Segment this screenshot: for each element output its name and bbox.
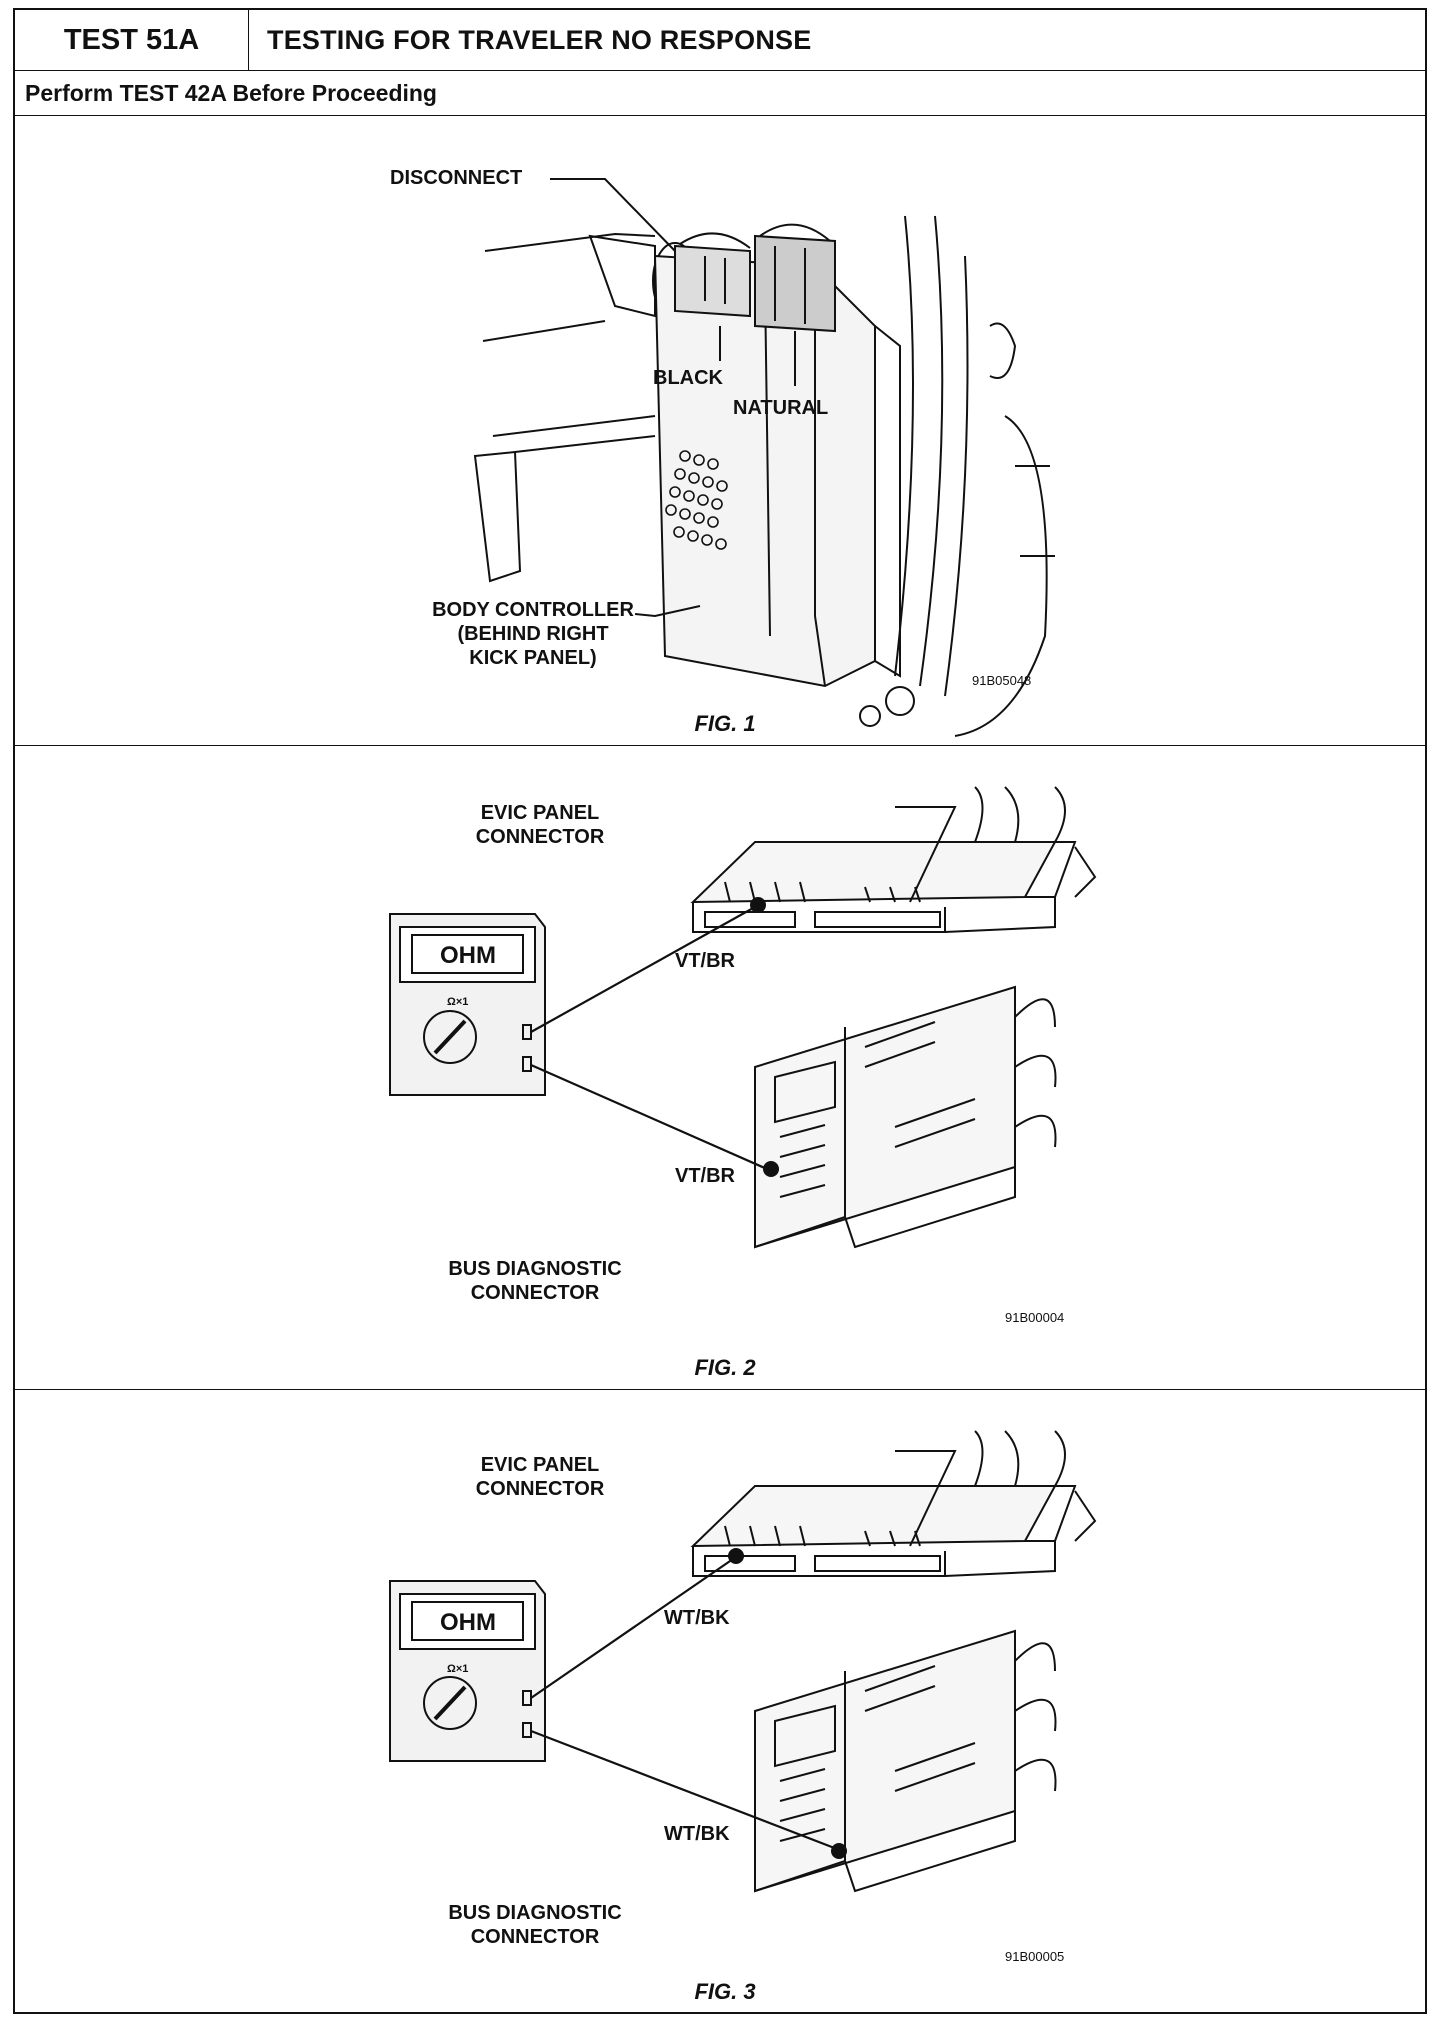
prerequisite-text: Perform TEST 42A Before Proceeding [25, 79, 437, 106]
label-bus-connector: CONNECTOR [471, 1282, 600, 1304]
label-body-controller-location: (BEHIND RIGHT [457, 623, 608, 645]
label-body-controller-panel: KICK PANEL) [469, 647, 596, 669]
meter-display-text: OHM [440, 1609, 496, 1636]
bus-probe-point [831, 1843, 847, 1859]
wire-label-top: WT/BK [664, 1607, 730, 1629]
evic-probe-point [728, 1548, 744, 1564]
wire-label-bottom: VT/BR [675, 1165, 736, 1187]
test-title: TESTING FOR TRAVELER NO RESPONSE [267, 24, 812, 55]
label-disconnect: DISCONNECT [390, 167, 522, 189]
figure-3: OHM Ω×1 EVIC PANEL CONNECTOR WT/BK WT/BK… [15, 1391, 1425, 2014]
label-evic-panel: EVIC PANEL [481, 1454, 600, 1476]
figure-2-illustration: OHM Ω×1 EVIC PANEL CONNECTOR VT/BR VT/BR… [389, 786, 1097, 1380]
label-bus-connector: CONNECTOR [471, 1926, 600, 1948]
header-row: TEST 51A TESTING FOR TRAVELER NO RESPONS… [15, 10, 1425, 71]
figure-2-code: 91B00004 [1005, 1310, 1064, 1325]
vent-holes [665, 450, 728, 550]
figure-1-illustration: DISCONNECT BLACK NATURAL BODY CONTROLLER… [390, 167, 1055, 737]
test-sheet: TEST 51A TESTING FOR TRAVELER NO RESPONS… [13, 8, 1427, 2014]
figure-2-caption: FIG. 2 [694, 1355, 756, 1380]
wire-label-bottom: WT/BK [664, 1823, 730, 1845]
figure-1-caption: FIG. 1 [694, 711, 755, 736]
label-black: BLACK [653, 367, 724, 389]
figure-1: DISCONNECT BLACK NATURAL BODY CONTROLLER… [15, 116, 1425, 746]
label-natural: NATURAL [733, 397, 828, 419]
bus-probe-point [763, 1161, 779, 1177]
label-evic-panel: EVIC PANEL [481, 802, 600, 824]
test-id: TEST 51A [15, 10, 249, 70]
figure-2: OHM Ω×1 EVIC PANEL CONNECTOR VT/BR VT/BR… [15, 747, 1425, 1390]
figure-3-caption: FIG. 3 [694, 1979, 755, 2004]
wire-label-top: VT/BR [675, 950, 736, 972]
label-bus-diagnostic: BUS DIAGNOSTIC [448, 1258, 621, 1280]
label-evic-connector: CONNECTOR [476, 826, 605, 848]
label-body-controller: BODY CONTROLLER [432, 599, 634, 621]
label-evic-connector: CONNECTOR [476, 1478, 605, 1500]
figure-3-illustration: OHM Ω×1 EVIC PANEL CONNECTOR WT/BK WT/BK… [389, 1430, 1097, 2004]
figure-3-code: 91B00005 [1005, 1949, 1064, 1964]
prerequisite-row: Perform TEST 42A Before Proceeding [15, 71, 1425, 116]
meter-display-text: OHM [440, 942, 496, 969]
label-bus-diagnostic: BUS DIAGNOSTIC [448, 1902, 621, 1924]
meter-range-text: Ω×1 [447, 996, 468, 1008]
evic-probe-point [750, 897, 766, 913]
meter-range-text: Ω×1 [447, 1663, 468, 1675]
figure-1-code: 91B05048 [972, 673, 1031, 688]
